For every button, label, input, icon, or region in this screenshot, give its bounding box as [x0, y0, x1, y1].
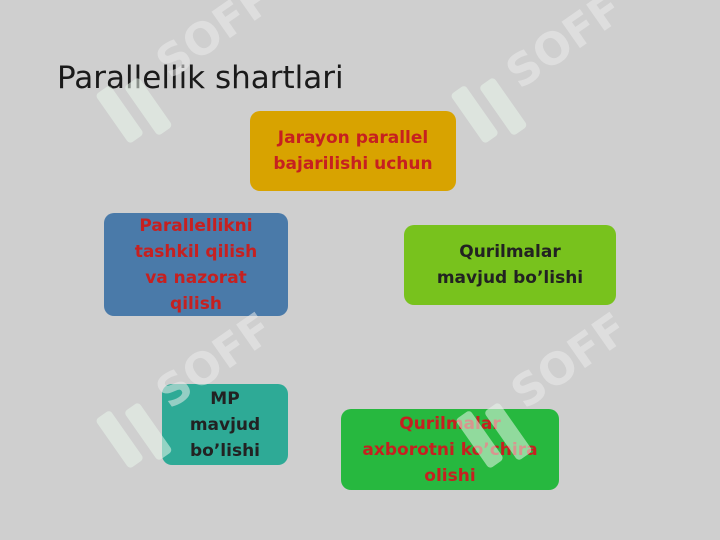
slide-title: Parallellik shartlari [57, 60, 344, 96]
condition-box-bottom-right-label: Qurilmalar axborotni ko’chira olishi [362, 413, 538, 486]
condition-box-right: Qurilmalar mavjud bo’lishi [404, 225, 616, 305]
watermark-text: SOFF [497, 0, 632, 99]
watermark-text: SOFF [502, 303, 637, 419]
condition-box-bottom-left: MP mavjud bo’lishi [162, 384, 288, 465]
condition-box-left: Parallellikni tashkil qilish va nazorat … [104, 213, 288, 316]
condition-box-bottom-right: Qurilmalar axborotni ko’chira olishi [341, 409, 559, 490]
condition-box-right-label: Qurilmalar mavjud bo’lishi [436, 242, 584, 288]
condition-box-left-label: Parallellikni tashkil qilish va nazorat … [134, 215, 258, 314]
condition-box-top: Jarayon parallel bajarilishi uchun [250, 111, 456, 191]
condition-box-bottom-left-label: MP mavjud bo’lishi [189, 388, 261, 461]
condition-box-top-label: Jarayon parallel bajarilishi uchun [273, 128, 433, 174]
